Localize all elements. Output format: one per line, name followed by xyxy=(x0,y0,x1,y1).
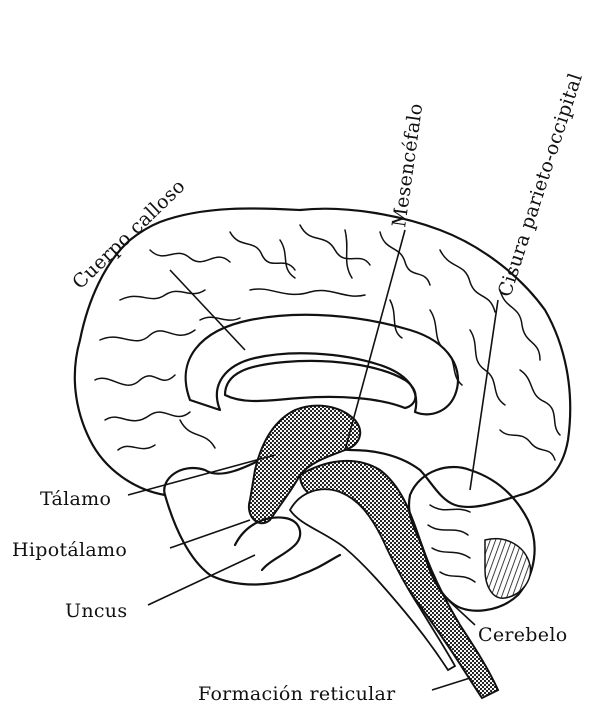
label-cisura-parieto-occipital: Cisura parieto-occipital xyxy=(494,70,587,299)
label-hipotalamo: Hipotálamo xyxy=(12,539,127,561)
label-formacion-reticular: Formación reticular xyxy=(198,683,396,705)
label-cuerpo-calloso: Cuerpo calloso xyxy=(68,175,190,293)
cerebral-outline xyxy=(75,208,570,507)
label-cerebelo: Cerebelo xyxy=(478,624,567,646)
label-uncus: Uncus xyxy=(65,600,127,622)
hypothalamus-loop xyxy=(235,517,300,570)
cerebellum-lines xyxy=(428,505,475,582)
label-talamo: Tálamo xyxy=(40,488,111,510)
label-mesencefalo: Mesencéfalo xyxy=(388,102,427,229)
